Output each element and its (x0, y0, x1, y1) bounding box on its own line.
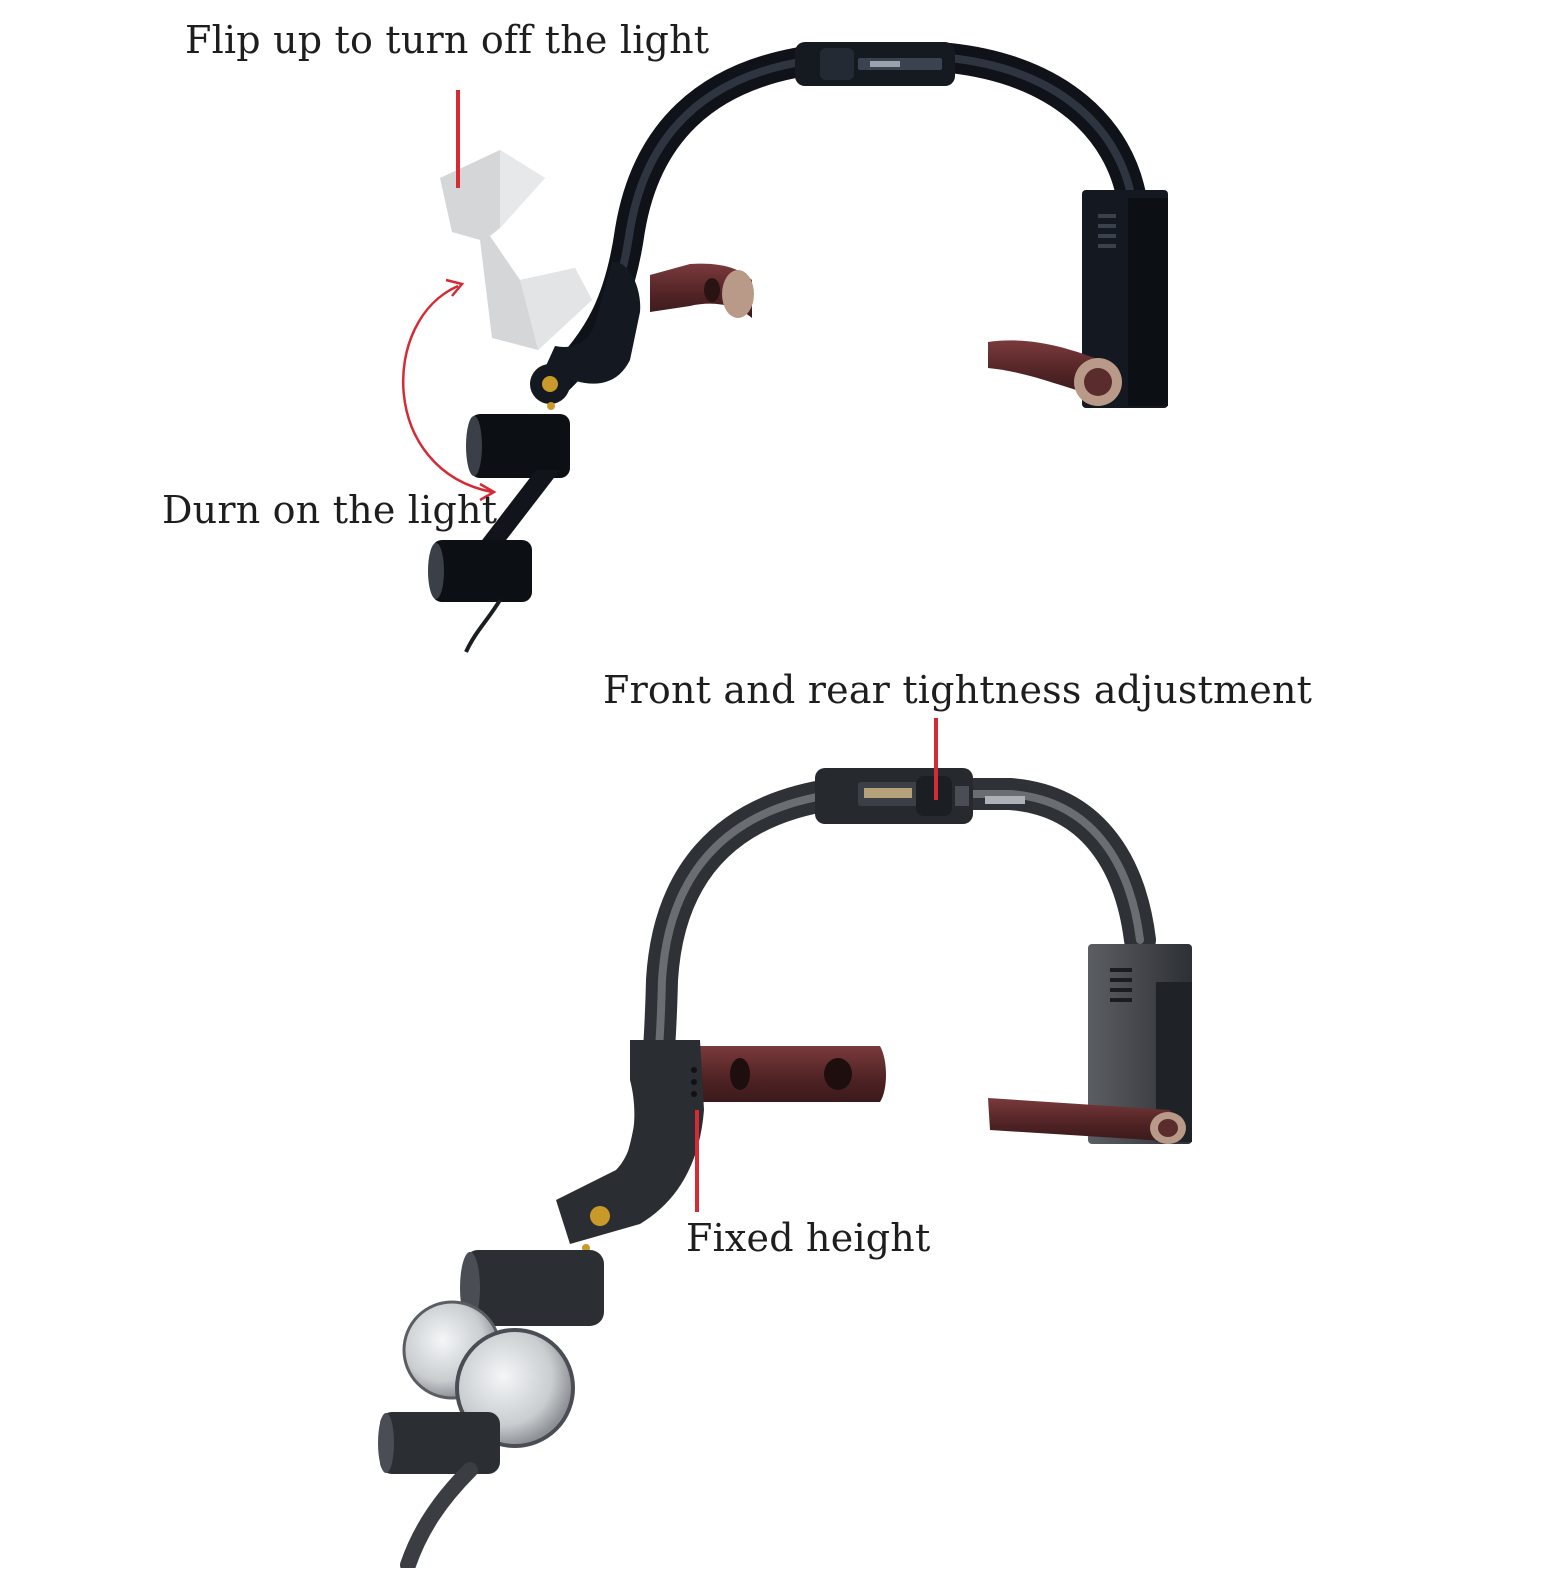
brass-screw (542, 376, 558, 392)
top-headband (530, 42, 1168, 410)
active-headlight (428, 414, 570, 653)
flip-up-label: Flip up to turn off the light (185, 18, 710, 62)
curved-arrow (402, 278, 497, 502)
turn-on-label: Durn on the light (162, 488, 498, 532)
bottom-left-pad (700, 1046, 886, 1102)
top-arm (545, 261, 641, 384)
magnifier-loupe (378, 1250, 604, 1573)
fixed-height-label: Fixed height (686, 1216, 931, 1260)
bottom-arm (556, 1040, 704, 1244)
bottom-headband (556, 768, 1192, 1252)
brass-screw (590, 1206, 610, 1226)
bottom-right-pad (988, 1098, 1182, 1142)
ghost-headlight (440, 150, 592, 350)
tightness-label: Front and rear tightness adjustment (603, 668, 1313, 712)
